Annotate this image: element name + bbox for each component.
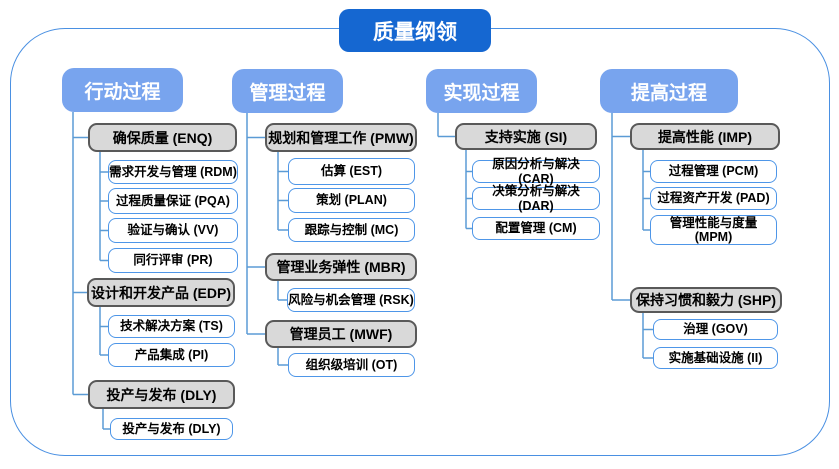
node-rdm: 需求开发与管理 (RDM) — [108, 160, 238, 184]
header-improvement-process: 提高过程 — [600, 69, 738, 113]
node-car: 原因分析与解决 (CAR) — [472, 157, 600, 186]
group-si: 支持实施 (SI) — [455, 123, 597, 150]
group-mwf: 管理员工 (MWF) — [265, 320, 417, 348]
node-mpm: 管理性能与度量 (MPM) — [650, 215, 777, 245]
node-cm: 配置管理 (CM) — [472, 217, 600, 240]
group-shp: 保持习惯和毅力 (SHP) — [630, 287, 782, 313]
group-enq: 确保质量 (ENQ) — [88, 123, 237, 152]
node-mc: 跟踪与控制 (MC) — [288, 218, 415, 242]
header-action-process: 行动过程 — [62, 68, 183, 112]
node-pqa: 过程质量保证 (PQA) — [108, 188, 238, 214]
group-pmw: 规划和管理工作 (PMW) — [265, 123, 417, 152]
diagram-title: 质量纲领 — [339, 9, 491, 52]
node-pr: 同行评审 (PR) — [108, 248, 238, 273]
node-vv: 验证与确认 (VV) — [108, 218, 238, 243]
node-pi: 产品集成 (PI) — [108, 343, 235, 367]
node-est: 估算 (EST) — [288, 158, 415, 185]
group-edp: 设计和开发产品 (EDP) — [87, 278, 235, 307]
header-realization-process: 实现过程 — [426, 69, 537, 113]
node-ts: 技术解决方案 (TS) — [108, 315, 235, 338]
node-dar: 决策分析与解决 (DAR) — [472, 184, 600, 213]
node-ii: 实施基础设施 (II) — [653, 347, 778, 369]
node-ot: 组织级培训 (OT) — [288, 353, 415, 377]
group-mbr: 管理业务弹性 (MBR) — [265, 253, 417, 281]
node-pcm: 过程管理 (PCM) — [650, 160, 777, 183]
node-dly: 投产与发布 (DLY) — [110, 418, 233, 440]
node-pad: 过程资产开发 (PAD) — [650, 187, 777, 210]
header-management-process: 管理过程 — [232, 69, 343, 113]
node-gov: 治理 (GOV) — [653, 319, 778, 340]
node-plan: 策划 (PLAN) — [288, 188, 415, 213]
node-rsk: 风险与机会管理 (RSK) — [287, 288, 415, 312]
group-imp: 提高性能 (IMP) — [630, 123, 780, 150]
group-dly: 投产与发布 (DLY) — [88, 380, 235, 409]
